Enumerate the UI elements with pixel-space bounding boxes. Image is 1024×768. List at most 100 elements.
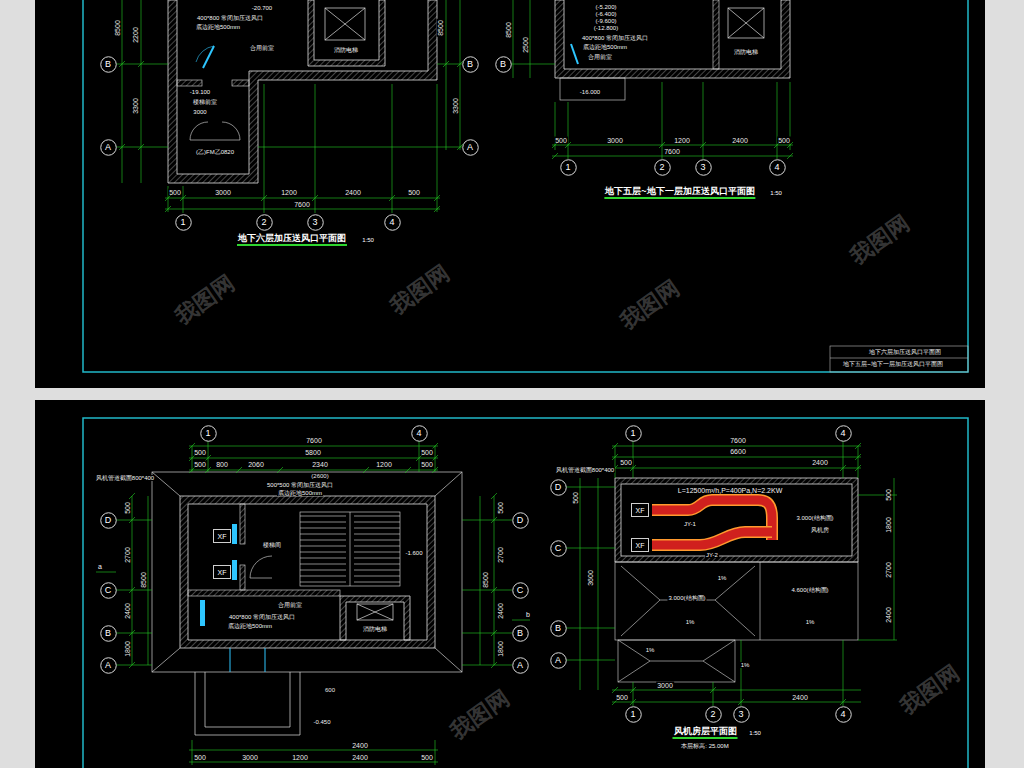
dimension-text: 1800 [124, 640, 131, 658]
annotation-text: 合用前室 [249, 45, 275, 51]
grid-bubble: A [512, 657, 529, 674]
dimension-text: 500 [554, 137, 568, 144]
vent-symbol [571, 44, 578, 64]
grid-label: B [500, 60, 506, 69]
annotation-text: 消防电梯 [362, 626, 388, 632]
grid-bubble: B [100, 625, 117, 642]
annotation-text: 地下六层加压送风口平面图 [868, 349, 942, 355]
dimension-line [132, 496, 494, 665]
plan-b6 [116, 0, 463, 213]
annotation-text: 合用前室 [587, 54, 613, 60]
annotation-text: (乙)FM乙0820 [195, 149, 235, 155]
dimension-text: 7600 [663, 148, 681, 155]
grid-label: C [517, 586, 524, 595]
drawing-title: 地下六层加压送风口平面图 [237, 234, 347, 246]
bubble-circle [100, 582, 116, 598]
dimension-text: 3300 [452, 97, 459, 115]
wall [188, 590, 340, 596]
annotation-text: (-12.800) [593, 25, 619, 31]
annotation-text: (-6.400) [594, 11, 617, 17]
annotation-text: 3.000(结构面) [667, 595, 706, 601]
duct-outline [652, 532, 772, 545]
wall [180, 496, 435, 648]
dimension-text: 500 [619, 459, 633, 466]
grid-label: 1 [205, 429, 210, 438]
door-swing [196, 46, 214, 62]
grid-bubble: B [462, 56, 479, 73]
unit-label: XF [636, 507, 645, 514]
elevator-shaft [713, 0, 719, 69]
scale-text: 1:50 [769, 190, 783, 196]
stair-divider [350, 512, 351, 586]
annotation-text: b [525, 611, 531, 618]
bubble-circle [835, 706, 851, 722]
grid-bubble: 3 [733, 706, 750, 723]
section-mark [96, 572, 530, 620]
stair [300, 512, 400, 586]
unit-label: XF [636, 542, 645, 549]
wall [177, 80, 202, 86]
dimension-text: 1200 [280, 189, 298, 196]
grid-bubble: 4 [835, 425, 852, 442]
dimension-text: 500 [885, 488, 892, 502]
grid-bubble: 1 [200, 425, 217, 442]
grid-label: C [105, 586, 112, 595]
grid-bubble: 2 [256, 214, 273, 231]
grid-label: D [555, 483, 562, 492]
dimension-line [612, 446, 861, 468]
grid-bubble: A [550, 652, 567, 669]
roof-edge [760, 562, 761, 640]
dimension-text: 2700 [124, 546, 131, 564]
dimension-line [580, 478, 897, 690]
dimension-text: 2400 [885, 606, 892, 624]
bubble-circle [100, 139, 116, 155]
grid-bubble: B [512, 625, 529, 642]
bubble-circle [175, 214, 191, 230]
dimension-text: 2400 [731, 137, 749, 144]
dimension-text: 800 [215, 461, 229, 468]
annotation-text: -19.100 [189, 89, 211, 95]
grid-label: A [105, 661, 111, 670]
bubble-circle [462, 56, 478, 72]
vent-symbol [232, 524, 237, 544]
annotation-text: 1% [685, 619, 696, 625]
dimension-text: 8500 [505, 21, 512, 39]
grid-bubble: 2 [654, 159, 671, 176]
dimension-text: 2700 [497, 546, 504, 564]
dimension-text: 1200 [375, 461, 393, 468]
bubble-circle [512, 512, 528, 528]
grid-bubble: B [100, 56, 117, 73]
grid-label: 2 [659, 163, 664, 172]
grid-bubble: C [100, 582, 117, 599]
dimension-text: 500 [407, 189, 421, 196]
fan-unit-box: XF [213, 529, 231, 543]
dimension-text: 7600 [729, 437, 747, 444]
grid-label: 3 [700, 163, 705, 172]
roof-outline [152, 472, 462, 672]
grid-line [116, 64, 462, 147]
dimension-text: 1200 [673, 137, 691, 144]
dimension-text: 500 [497, 501, 504, 515]
dimension-text: 2500 [522, 36, 529, 54]
wall [555, 0, 790, 78]
grid-bubble: 1 [625, 706, 642, 723]
annotation-text: 400*800 常闭加压送风口 [228, 614, 296, 620]
bubble-circle [550, 479, 566, 495]
grid-bubble: D [100, 512, 117, 529]
fan-unit-box: XF [631, 503, 649, 517]
dimension-text: 500 [193, 754, 207, 761]
grid-label: D [105, 516, 112, 525]
annotation-text: 风机管道截面800*400 [555, 467, 615, 473]
dimension-line [189, 446, 438, 470]
dimension-tick [612, 443, 861, 471]
bubble-circle [495, 56, 511, 72]
annotation-text: 楼梯前室 [192, 99, 218, 105]
door-swing [250, 556, 272, 578]
dimension-text: 500 [193, 461, 207, 468]
dimension-text: 2400 [351, 754, 369, 761]
dimension-line [511, 0, 555, 78]
annotation-text: 3000 [192, 109, 207, 115]
grid-bubble: D [550, 479, 567, 496]
grid-label: 4 [840, 429, 845, 438]
